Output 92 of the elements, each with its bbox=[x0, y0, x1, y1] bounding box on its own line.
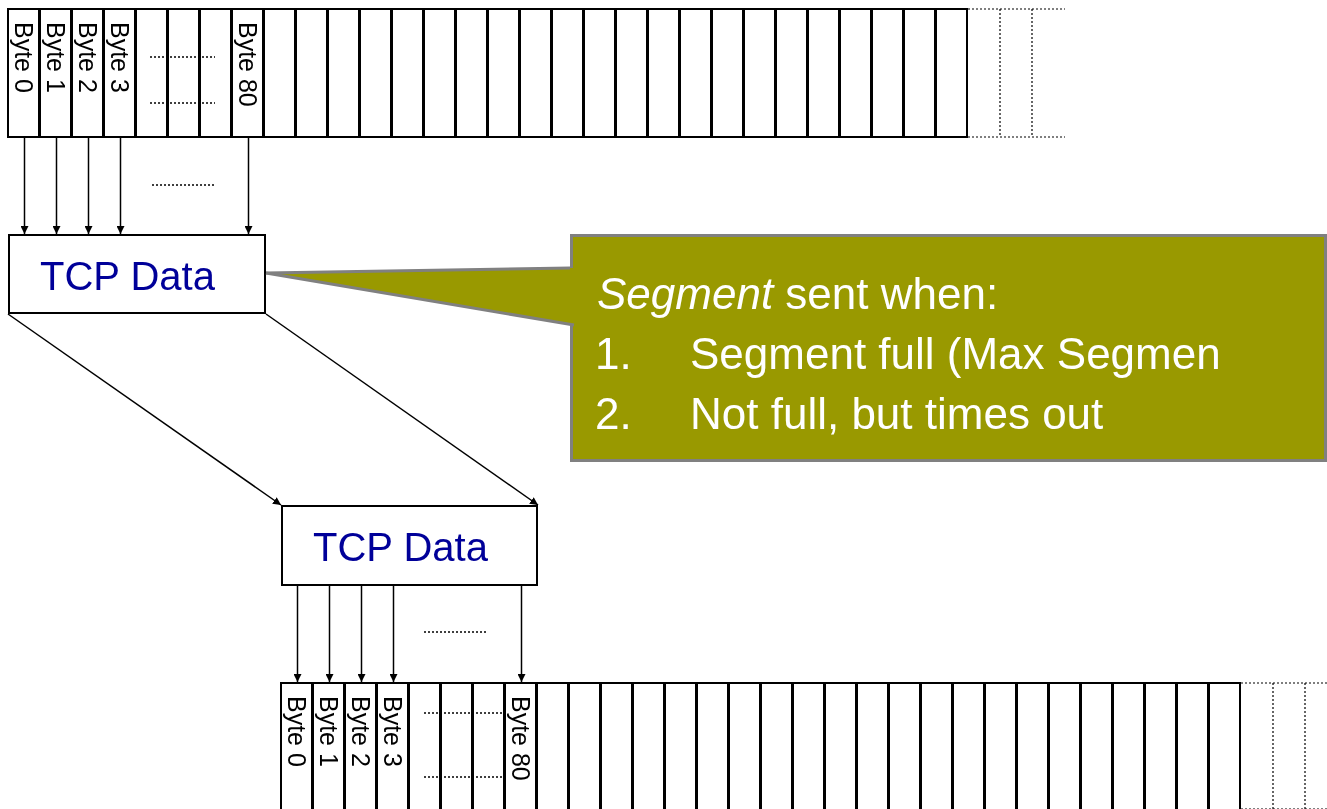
empty-byte-cell bbox=[1144, 682, 1177, 809]
byte-cell bbox=[39, 8, 72, 138]
empty-byte-cell bbox=[824, 682, 857, 809]
empty-byte-cell bbox=[391, 8, 424, 138]
arrow bbox=[357, 585, 366, 683]
empty-byte-cell bbox=[600, 682, 633, 809]
empty-byte-cell bbox=[423, 8, 456, 138]
empty-byte-cell bbox=[952, 682, 985, 809]
arrow bbox=[52, 137, 61, 235]
empty-byte-cell bbox=[743, 8, 776, 138]
list-number: 2. bbox=[595, 389, 632, 439]
empty-byte-cell bbox=[792, 682, 825, 809]
empty-byte-cell bbox=[711, 8, 744, 138]
byte-cell bbox=[71, 8, 104, 138]
cell-label: Byte 80 bbox=[506, 696, 535, 781]
empty-byte-cell bbox=[1208, 682, 1241, 809]
empty-byte-cell bbox=[1112, 682, 1145, 809]
empty-byte-cell bbox=[487, 8, 520, 138]
empty-byte-cell bbox=[135, 8, 168, 138]
empty-byte-cell bbox=[984, 682, 1017, 809]
list-item: Not full, but times out bbox=[690, 389, 1104, 439]
empty-byte-cell bbox=[472, 682, 505, 809]
cell-label: Byte 0 bbox=[282, 696, 311, 767]
empty-byte-cell bbox=[551, 8, 584, 138]
data-box bbox=[281, 505, 538, 586]
callout-box bbox=[570, 234, 1327, 462]
empty-byte-cell bbox=[519, 8, 552, 138]
list-number: 1. bbox=[595, 329, 632, 379]
empty-byte-cell bbox=[935, 8, 968, 138]
arrow bbox=[84, 137, 93, 235]
empty-byte-cell bbox=[1016, 682, 1049, 809]
empty-byte-cell bbox=[775, 8, 808, 138]
empty-byte-cell bbox=[359, 8, 392, 138]
box-label: TCP Data bbox=[313, 524, 488, 571]
empty-byte-cell bbox=[327, 8, 360, 138]
empty-byte-cell bbox=[1176, 682, 1209, 809]
empty-byte-cell bbox=[568, 682, 601, 809]
empty-byte-cell bbox=[839, 8, 872, 138]
byte-cell bbox=[7, 8, 40, 138]
empty-byte-cell bbox=[760, 682, 793, 809]
byte-cell bbox=[504, 682, 537, 809]
arrow bbox=[244, 137, 253, 235]
empty-byte-cell bbox=[664, 682, 697, 809]
empty-byte-cell bbox=[920, 682, 953, 809]
arrow bbox=[116, 137, 125, 235]
empty-byte-cell bbox=[871, 8, 904, 138]
cell-label: Byte 0 bbox=[9, 22, 38, 93]
empty-byte-cell bbox=[263, 8, 296, 138]
box-label: TCP Data bbox=[40, 253, 215, 300]
empty-byte-cell bbox=[615, 8, 648, 138]
empty-byte-cell bbox=[167, 8, 200, 138]
empty-byte-cell bbox=[199, 8, 232, 138]
cell-label: Byte 1 bbox=[314, 696, 343, 767]
byte-cell bbox=[280, 682, 313, 809]
cell-label: Byte 3 bbox=[105, 22, 134, 93]
arrow bbox=[389, 585, 398, 683]
byte-cell bbox=[231, 8, 264, 138]
empty-byte-cell bbox=[856, 682, 889, 809]
empty-byte-cell bbox=[1080, 682, 1113, 809]
arrow bbox=[265, 313, 539, 506]
cell-label: Byte 2 bbox=[73, 22, 102, 93]
byte-cell bbox=[103, 8, 136, 138]
empty-byte-cell bbox=[647, 8, 680, 138]
list-item: Segment full (Max Segmen bbox=[690, 329, 1221, 379]
arrow bbox=[7, 313, 282, 506]
cell-label: Byte 1 bbox=[41, 22, 70, 93]
empty-byte-cell bbox=[888, 682, 921, 809]
empty-byte-cell bbox=[583, 8, 616, 138]
arrow bbox=[325, 585, 334, 683]
arrow bbox=[20, 137, 29, 235]
empty-byte-cell bbox=[440, 682, 473, 809]
data-box bbox=[8, 234, 266, 314]
empty-byte-cell bbox=[1048, 682, 1081, 809]
cell-label: Byte 80 bbox=[233, 22, 262, 107]
empty-byte-cell bbox=[455, 8, 488, 138]
empty-byte-cell bbox=[728, 682, 761, 809]
empty-byte-cell bbox=[295, 8, 328, 138]
byte-cell bbox=[344, 682, 377, 809]
empty-byte-cell bbox=[408, 682, 441, 809]
arrow bbox=[517, 585, 526, 683]
empty-byte-cell bbox=[807, 8, 840, 138]
arrow bbox=[293, 585, 302, 683]
byte-cell bbox=[376, 682, 409, 809]
cell-label: Byte 2 bbox=[346, 696, 375, 767]
empty-byte-cell bbox=[632, 682, 665, 809]
empty-byte-cell bbox=[903, 8, 936, 138]
byte-cell bbox=[312, 682, 345, 809]
empty-byte-cell bbox=[696, 682, 729, 809]
empty-byte-cell bbox=[536, 682, 569, 809]
cell-label: Byte 3 bbox=[378, 696, 407, 767]
empty-byte-cell bbox=[679, 8, 712, 138]
callout-heading: Segment sent when: bbox=[597, 269, 999, 319]
